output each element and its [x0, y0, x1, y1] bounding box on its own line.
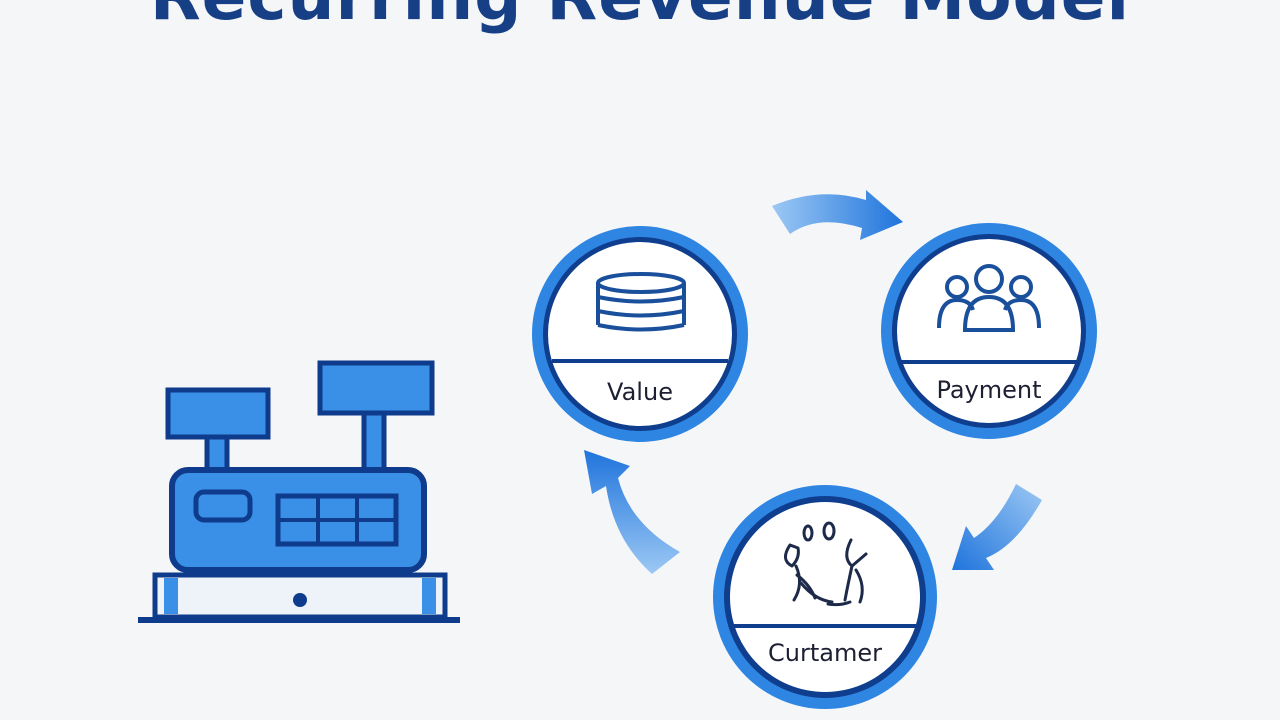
node-label-value: Value — [607, 378, 673, 406]
node-label-payment: Payment — [936, 376, 1042, 404]
people-group-icon — [937, 264, 1041, 332]
arrow-payment-to-customer — [952, 484, 1042, 570]
page-title: Recurring Revenue Model — [0, 0, 1280, 35]
database-icon — [596, 272, 686, 332]
arrow-value-to-payment — [772, 190, 903, 240]
node-payment — [881, 223, 1097, 439]
cash-register-icon — [138, 360, 460, 623]
node-label-customer: Curtamer — [768, 639, 882, 667]
arrow-customer-to-value — [584, 450, 680, 574]
node-customer — [713, 485, 937, 709]
node-value — [532, 226, 748, 442]
hand-drawn-figures-icon — [784, 521, 868, 607]
